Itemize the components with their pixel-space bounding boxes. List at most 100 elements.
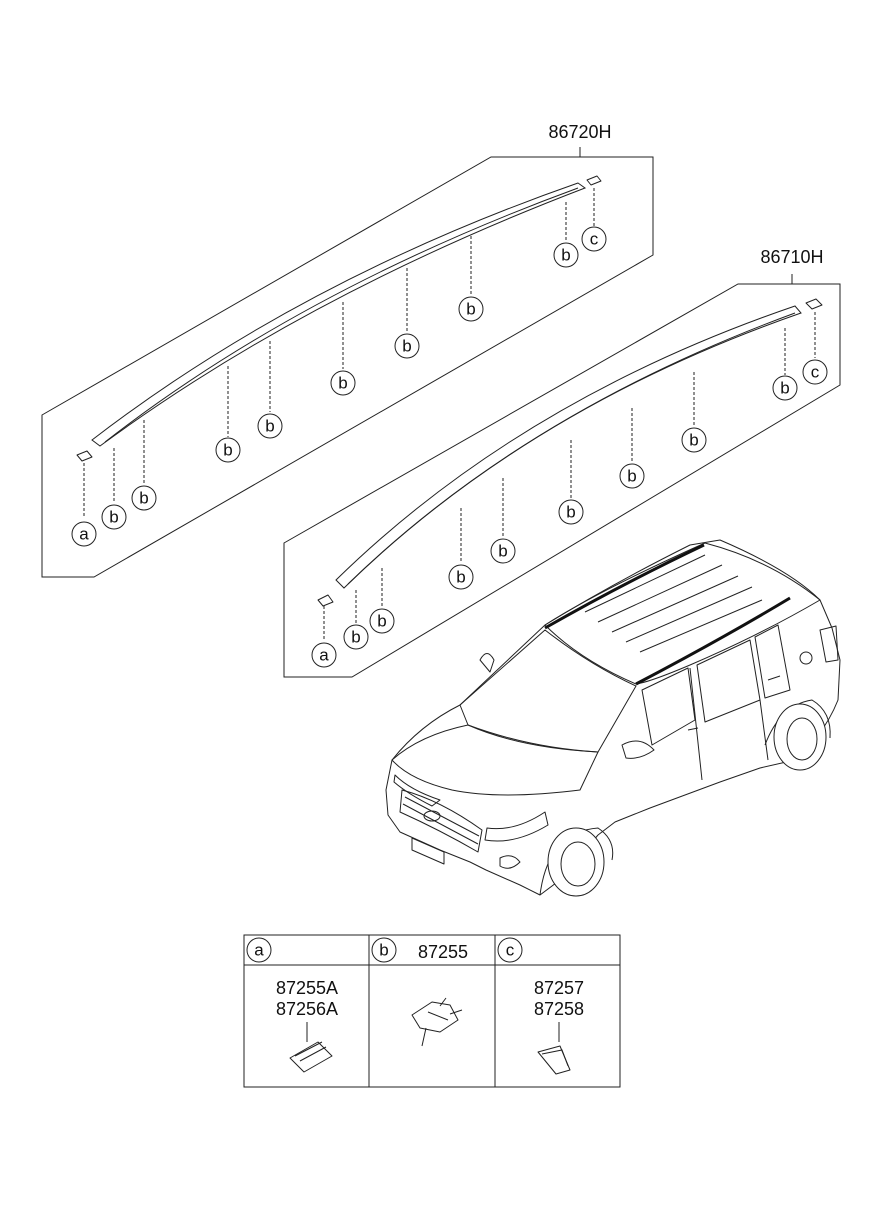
front-rail-edge — [347, 312, 796, 585]
legend-b-part: 87255 — [418, 942, 468, 962]
svg-text:b: b — [338, 374, 347, 393]
car-rear-arch — [764, 699, 831, 746]
svg-text:b: b — [780, 379, 789, 398]
svg-text:a: a — [79, 525, 89, 544]
legend-col-c: 87257 87258 — [534, 978, 584, 1075]
car-license-plate — [411, 837, 445, 865]
vehicle-illustration — [385, 539, 841, 897]
car-roof-slats — [584, 554, 763, 653]
svg-text:a: a — [254, 941, 264, 960]
car-fog-lamp — [499, 855, 521, 869]
svg-text:b: b — [379, 941, 388, 960]
car-door-handles — [687, 675, 781, 731]
front-end-cap-a — [317, 594, 334, 607]
rear-rail-edge — [104, 187, 579, 443]
callout-b-17: b — [681, 427, 707, 453]
car-antenna — [479, 653, 495, 673]
callout-a-20: a — [246, 937, 272, 963]
callout-a-0: a — [71, 521, 97, 547]
svg-text:c: c — [506, 941, 515, 960]
callout-b-2: b — [131, 485, 157, 511]
callout-b-16: b — [619, 463, 645, 489]
callout-c-19: c — [802, 359, 828, 385]
car-headlight-right — [484, 811, 549, 842]
front-assembly-outline — [283, 283, 841, 678]
callout-c-9: c — [581, 226, 607, 252]
car-door-lines — [689, 667, 769, 781]
callout-b-1: b — [101, 504, 127, 530]
svg-text:c: c — [811, 363, 820, 382]
callout-b-14: b — [490, 538, 516, 564]
front-end-cap-c — [805, 298, 823, 310]
svg-text:b: b — [265, 417, 274, 436]
legend-c-part-2: 87258 — [534, 999, 584, 1019]
car-headlight-left — [393, 774, 441, 807]
legend-c-part-1: 87257 — [534, 978, 584, 998]
callout-a-10: a — [311, 642, 337, 668]
svg-text:b: b — [109, 508, 118, 527]
callout-b-11: b — [343, 624, 369, 650]
legend-col-a: 87255A 87256A — [276, 978, 338, 1073]
car-hood — [391, 724, 599, 796]
cap-c-icon — [537, 1045, 571, 1075]
callout-b-18: b — [772, 375, 798, 401]
callout-b-13: b — [448, 564, 474, 590]
car-fuel-door — [799, 651, 813, 665]
callout-b-8: b — [553, 242, 579, 268]
svg-text:b: b — [498, 542, 507, 561]
svg-text:b: b — [689, 431, 698, 450]
svg-text:a: a — [319, 646, 329, 665]
legend-a-part-2: 87256A — [276, 999, 338, 1019]
car-badge — [423, 810, 441, 822]
svg-text:b: b — [223, 441, 232, 460]
callout-b-6: b — [394, 333, 420, 359]
car-window-front — [641, 667, 696, 746]
svg-text:b: b — [377, 612, 386, 631]
car-body — [385, 539, 841, 896]
parts-legend-table: 87255A 87256A 87255 87257 87258 — [243, 934, 621, 1088]
car-tail-light — [819, 625, 839, 663]
callout-b-7: b — [458, 296, 484, 322]
front-rack-assembly: 86710H — [283, 247, 841, 678]
svg-text:b: b — [627, 467, 636, 486]
car-front-hub — [560, 841, 596, 887]
rear-part-number: 86720H — [548, 122, 611, 142]
callout-b-15: b — [558, 499, 584, 525]
legend-border — [243, 934, 621, 1088]
car-grille — [399, 789, 483, 853]
car-rail-right — [635, 596, 791, 686]
clip-b-icon — [411, 1001, 459, 1033]
callout-b-12: b — [369, 608, 395, 634]
rear-end-cap-c — [586, 175, 602, 186]
car-roof — [544, 542, 821, 685]
car-grille-bars — [402, 796, 480, 845]
svg-text:b: b — [402, 337, 411, 356]
callout-b-21: b — [371, 937, 397, 963]
svg-text:b: b — [566, 503, 575, 522]
rear-rack-assembly: 86720H — [41, 122, 654, 578]
svg-text:b: b — [351, 628, 360, 647]
rear-arrows — [83, 188, 595, 518]
clip-a-icon — [289, 1041, 333, 1073]
rear-assembly-outline — [41, 156, 654, 578]
svg-text:b: b — [139, 489, 148, 508]
svg-text:c: c — [590, 230, 599, 249]
car-mirror — [621, 740, 655, 759]
car-front-arch — [539, 827, 614, 896]
car-rear-hub — [786, 717, 818, 761]
rear-end-cap-a — [76, 450, 93, 462]
legend-a-part-1: 87255A — [276, 978, 338, 998]
car-window-rear — [754, 624, 791, 699]
svg-text:b: b — [561, 246, 570, 265]
svg-text:b: b — [456, 568, 465, 587]
rear-roof-rail[interactable] — [91, 182, 587, 447]
front-arrows — [323, 312, 816, 641]
car-rail-left — [544, 543, 705, 630]
svg-text:b: b — [466, 300, 475, 319]
front-part-number: 86710H — [760, 247, 823, 267]
callout-b-4: b — [257, 413, 283, 439]
legend-col-b: 87255 — [411, 942, 468, 1047]
